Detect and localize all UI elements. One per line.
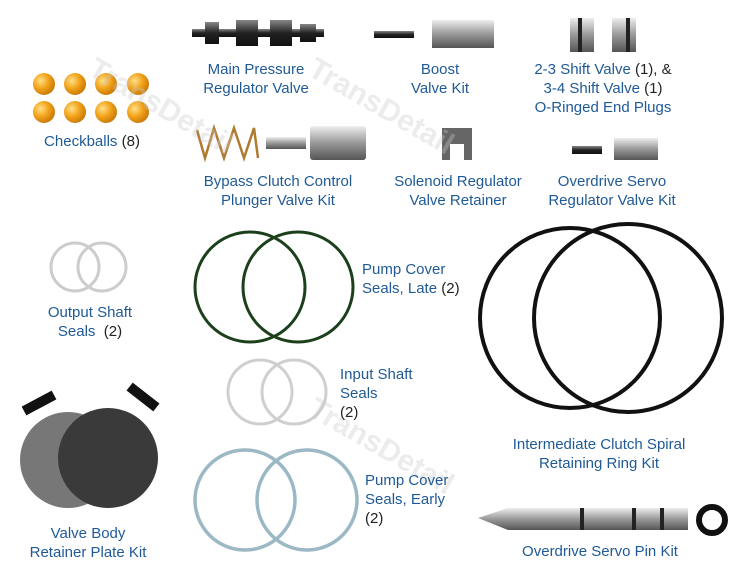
count: (2) xyxy=(441,280,460,297)
solenoid-retainer-image xyxy=(442,128,472,160)
label-line: Overdrive Servo Pin Kit xyxy=(522,543,678,560)
main-pressure-valve-image xyxy=(192,20,324,46)
label-line: Seals, Early xyxy=(365,491,446,508)
label-line: O-Ringed End Plugs xyxy=(534,99,672,116)
input-shaft-seals-image xyxy=(226,358,328,426)
label-line: 2-3 Shift Valve xyxy=(534,61,631,78)
count: (2) xyxy=(103,323,123,340)
plunger-image xyxy=(266,137,306,149)
label-line: Pump Cover xyxy=(365,472,449,489)
label-line: Valve Body xyxy=(50,525,126,542)
label-line: Retaining Ring Kit xyxy=(538,455,660,472)
label-line: Seals xyxy=(340,385,378,402)
pump-cover-seals-early-image xyxy=(193,448,359,552)
count: (1) xyxy=(644,80,663,97)
label-line: Valve Kit xyxy=(410,80,470,97)
boost-valve-image xyxy=(374,20,494,48)
count: (8) xyxy=(121,133,140,150)
spiral-ring-image xyxy=(478,222,724,414)
label-line: 3-4 Shift Valve xyxy=(543,80,640,97)
count: (1), & xyxy=(634,61,672,78)
checkballs-image xyxy=(33,73,149,123)
label-line: Retainer Plate Kit xyxy=(29,544,147,561)
label-line: Solenoid Regulator xyxy=(394,173,522,190)
output-shaft-seals-image xyxy=(49,241,128,293)
bypass-spring-image xyxy=(195,123,260,163)
label-line: Intermediate Clutch Spiral xyxy=(512,436,686,453)
od-servo-valve-image xyxy=(572,138,658,160)
label-text: Checkballs xyxy=(44,133,118,150)
label-line: Pump Cover xyxy=(362,261,446,278)
bypass-valve-image xyxy=(310,126,366,160)
label-line: Overdrive Servo xyxy=(557,173,667,190)
od-servo-pin-label: Overdrive Servo Pin Kit xyxy=(522,542,678,561)
label-line: Valve Retainer xyxy=(409,192,507,209)
label-line: Regulator Valve Kit xyxy=(548,192,676,209)
label-line: Plunger Valve Kit xyxy=(221,192,335,209)
label-line: Main Pressure xyxy=(207,61,305,78)
pump-cover-seals-late-image xyxy=(193,230,355,344)
label-line: Bypass Clutch Control xyxy=(203,173,353,190)
count: (2) xyxy=(340,404,359,421)
checkballs-label: Checkballs (8) xyxy=(44,132,140,151)
label-line: Seals xyxy=(57,323,96,340)
shift-valve-image xyxy=(570,18,636,52)
label-line: Boost xyxy=(420,61,460,78)
label-line: Input Shaft xyxy=(340,366,413,383)
retainer-plate-image xyxy=(20,382,160,508)
count: (2) xyxy=(365,510,384,527)
label-line: Output Shaft xyxy=(47,304,133,321)
label-line: Seals, Late xyxy=(362,280,438,297)
od-servo-pin-image xyxy=(478,504,728,536)
label-line: Regulator Valve xyxy=(203,80,309,97)
shift-valve-label: 2-3 Shift Valve (1), & 3-4 Shift Valve (… xyxy=(534,60,671,117)
